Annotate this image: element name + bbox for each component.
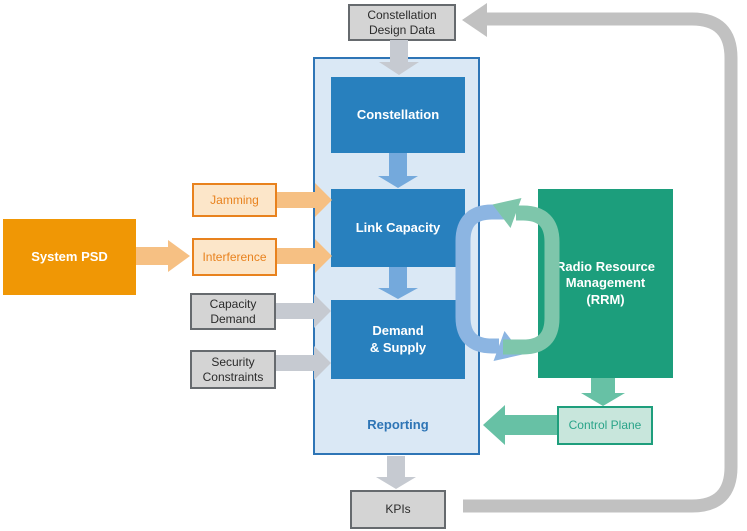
jamming-node: Jamming [192,183,277,217]
cycle-arrow-green-head [492,197,522,229]
control-plane-node: Control Plane [557,406,653,445]
interference-node: Interference [192,238,277,276]
security-constraints-node: Security Constraints [190,350,276,389]
cycle-arrow-blue-head [493,330,523,362]
kpis-node: KPIs [350,490,446,529]
reporting-label: Reporting [367,416,429,432]
rrm-node: Radio Resource Management (RRM) [538,189,673,378]
kpi-feedback-arrowhead [462,3,487,37]
arrow-rrm-to-controlplane [581,378,625,406]
arrow-controlplane-to-reporting [483,405,557,445]
capacity-demand-node: Capacity Demand [190,293,276,330]
arrow-reporting-to-kpis [376,456,416,489]
constellation-node: Constellation [331,77,465,153]
arrow-systempsd-to-interference [136,240,190,272]
demand-supply-node: Demand & Supply [331,300,465,379]
link-capacity-node: Link Capacity [331,189,465,267]
system-psd-node: System PSD [3,219,136,295]
constellation-design-data-node: Constellation Design Data [348,4,456,41]
